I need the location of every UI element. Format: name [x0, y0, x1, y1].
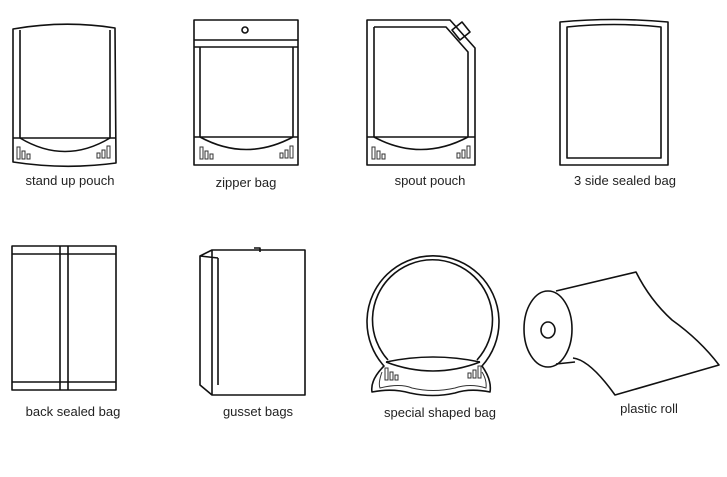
zipper-bag-icon: [193, 19, 299, 166]
plastic-roll-icon: [523, 271, 720, 396]
label-three-side-sealed-bag: 3 side sealed bag: [574, 173, 676, 188]
label-zipper-bag: zipper bag: [215, 175, 277, 190]
three-side-sealed-bag-icon: [559, 18, 669, 166]
stand-up-pouch-icon: [12, 23, 117, 168]
spout-pouch-icon: [366, 19, 476, 166]
special-shaped-bag-icon: [366, 255, 500, 397]
label-spout-pouch: spout pouch: [394, 173, 466, 188]
label-gusset-bags: gusset bags: [222, 404, 294, 419]
back-sealed-bag-icon: [11, 245, 117, 391]
label-back-sealed-bag: back sealed bag: [25, 404, 121, 419]
label-plastic-roll: plastic roll: [620, 401, 678, 416]
label-stand-up-pouch: stand up pouch: [25, 173, 115, 188]
label-special-shaped-bag: special shaped bag: [383, 405, 497, 420]
gusset-bag-icon: [199, 247, 306, 396]
